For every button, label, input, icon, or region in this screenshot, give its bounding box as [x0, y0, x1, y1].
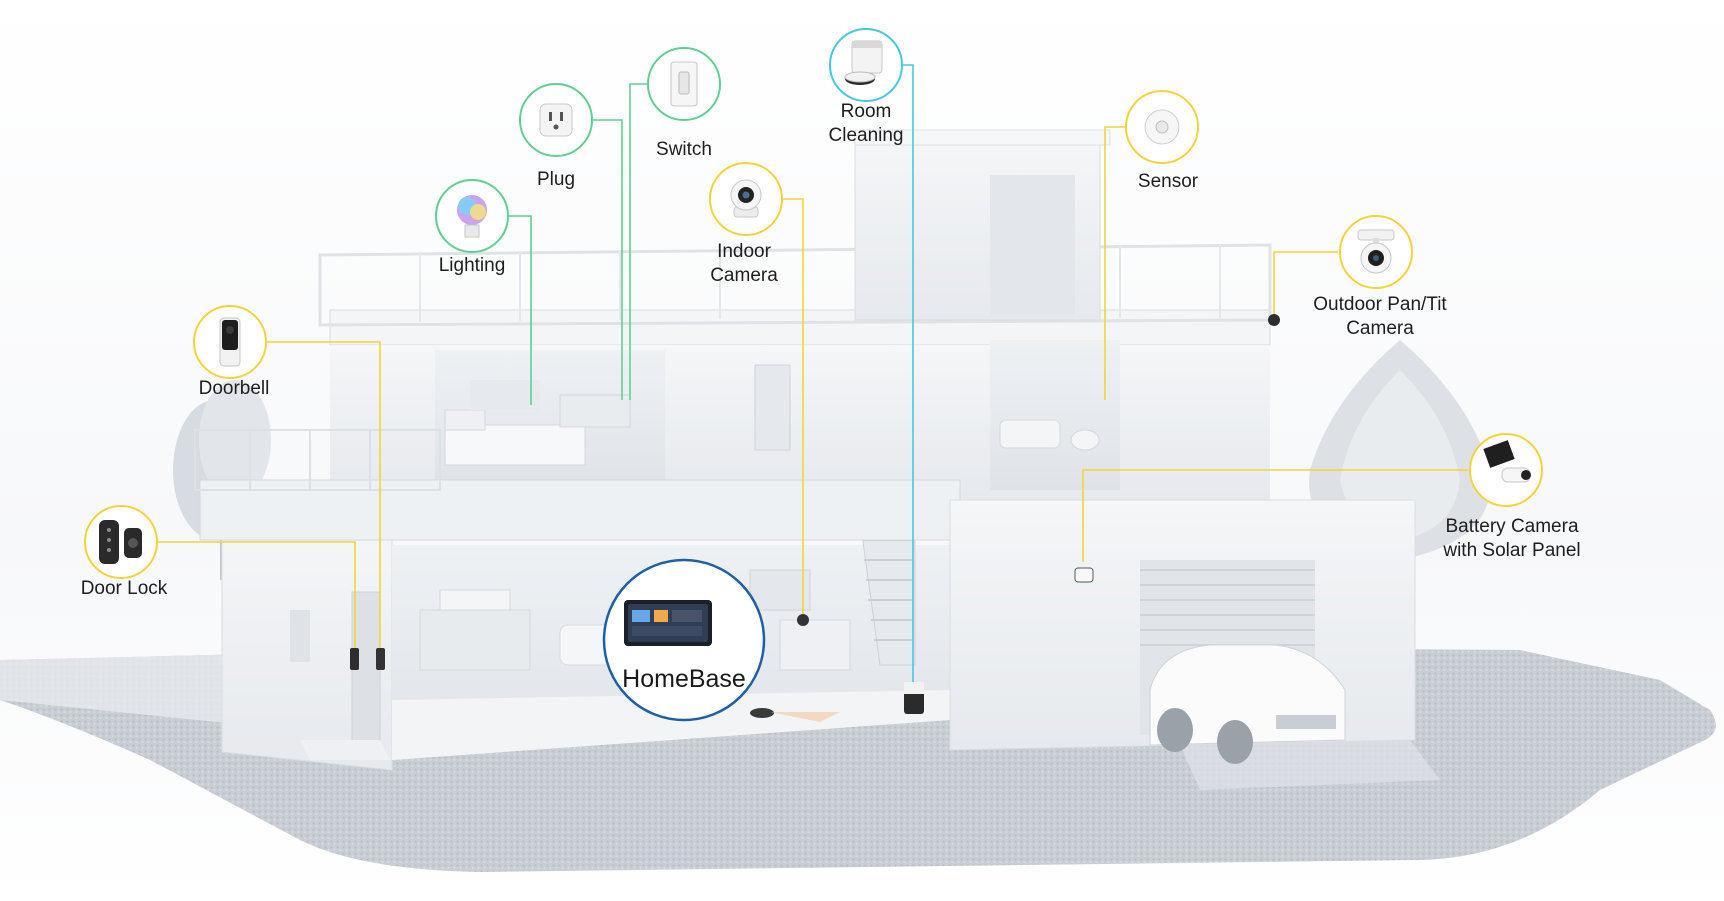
light-bulb-icon — [457, 195, 487, 238]
homebase-hub[interactable] — [602, 558, 766, 722]
indoor-camera-icon — [730, 179, 762, 218]
device-label-sensor: Sensor — [1137, 171, 1199, 192]
homebase-hub-icon — [624, 600, 712, 646]
light-switch-icon — [670, 61, 698, 107]
solar-camera-icon — [1483, 440, 1531, 483]
video-doorbell-icon — [219, 317, 241, 367]
connector-lines — [157, 64, 1468, 682]
device-label-switch: Switch — [656, 139, 712, 160]
device-node-room-cleaning[interactable] — [829, 28, 903, 102]
device-label-door-lock: Door Lock — [80, 578, 168, 599]
device-label-plug: Plug — [536, 169, 576, 190]
device-label-battery-camera: Battery Camera with Solar Panel — [1443, 516, 1581, 561]
device-circle — [84, 505, 158, 579]
ground-floor-left-wing — [221, 527, 393, 771]
smart-plug-icon — [539, 103, 573, 137]
device-label-outdoor-camera: Outdoor Pan/Tit Camera — [1313, 294, 1447, 339]
device-label-doorbell: Doorbell — [198, 378, 270, 399]
device-node-plug[interactable] — [519, 83, 593, 157]
device-node-sensor[interactable] — [1125, 90, 1199, 164]
garage — [949, 499, 1416, 764]
device-node-battery-camera[interactable] — [1469, 433, 1543, 507]
device-node-outdoor-camera[interactable] — [1339, 215, 1413, 289]
homebase-label: HomeBase — [622, 665, 746, 693]
device-node-lighting[interactable] — [435, 179, 509, 253]
device-label-room-cleaning: Room Cleaning — [828, 101, 904, 146]
device-node-doorbell[interactable] — [193, 305, 267, 379]
motion-sensor-icon — [1144, 109, 1180, 145]
device-label-lighting: Lighting — [438, 255, 506, 276]
roof-terrace — [318, 129, 1272, 327]
device-markers — [350, 314, 1280, 670]
device-node-indoor-camera[interactable] — [709, 162, 783, 236]
device-label-indoor-camera: Indoor Camera — [710, 241, 778, 286]
device-node-door-lock[interactable] — [84, 505, 158, 579]
door-lock-icon — [99, 520, 142, 564]
robot-vacuum-icon — [844, 40, 883, 85]
outdoor-camera-icon — [1357, 229, 1395, 274]
device-node-switch[interactable] — [647, 47, 721, 121]
